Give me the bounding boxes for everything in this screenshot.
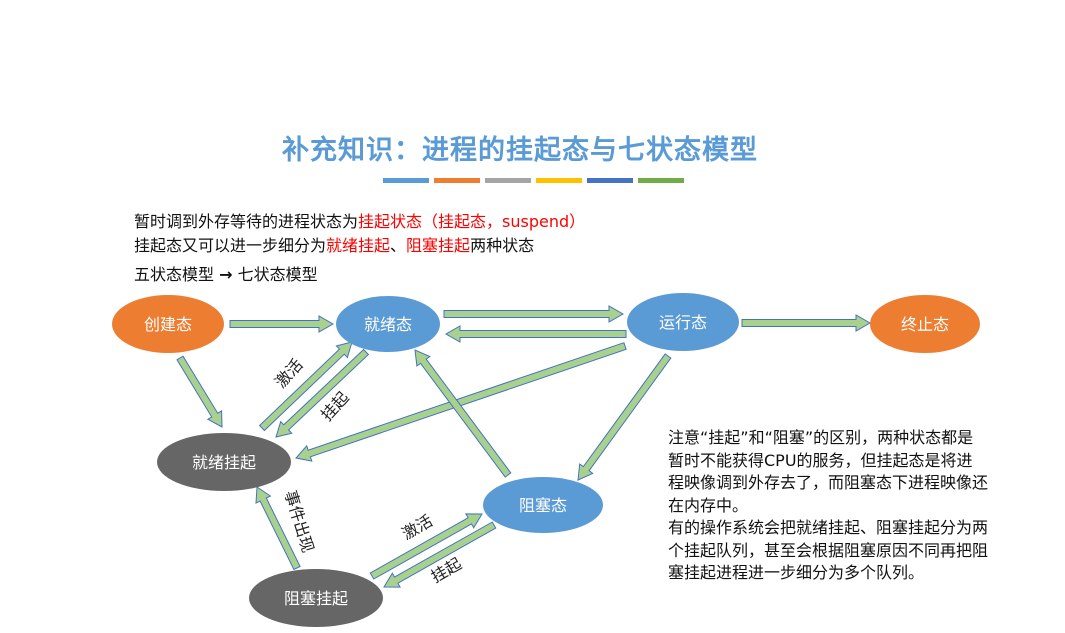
arrow-ready-to-ready-suspend — [275, 348, 370, 438]
arrow-running-to-blocked — [577, 353, 672, 481]
arrow-ready-suspend-to-ready — [258, 341, 353, 432]
intro-line-1-prefix: 暂时调到外存等待的进程状态为 — [134, 212, 359, 231]
state-ready-label: 就绪态 — [364, 315, 412, 334]
arrow-running-to-ready-suspend — [295, 342, 627, 462]
arrow-blocked-suspend-to-blocked — [369, 513, 483, 580]
color-bar — [383, 178, 684, 183]
intro-line-2-highlight-1: 就绪挂起 — [326, 236, 391, 255]
right-arrow-icon: → — [219, 265, 233, 284]
arrow-blocked-to-ready — [414, 349, 512, 478]
intro-line-2-highlight-2: 阻塞挂起 — [406, 236, 471, 255]
state-ready-suspend-label: 就绪挂起 — [192, 453, 256, 472]
state-running: 运行态 — [627, 293, 739, 351]
arrow-ready-to-running — [443, 305, 625, 323]
intro-line-3-left: 五状态模型 — [134, 265, 215, 284]
color-bar-segment — [383, 178, 429, 183]
intro-line-3-right: 七状态模型 — [237, 265, 318, 284]
arrow-blocked-to-blocked-suspend — [383, 521, 497, 588]
state-blocked-suspend: 阻塞挂起 — [249, 569, 383, 627]
color-bar-segment — [536, 178, 582, 183]
intro-line-2-prefix: 挂起态又可以进一步细分为 — [134, 236, 327, 255]
page-title: 补充知识：进程的挂起态与七状态模型 — [282, 135, 758, 166]
state-create-label: 创建态 — [144, 315, 192, 334]
arrows-layer — [176, 305, 872, 588]
color-bar-segment — [434, 178, 480, 183]
color-bar-segment — [638, 178, 684, 183]
state-blocked-suspend-label: 阻塞挂起 — [284, 589, 348, 608]
note-paragraph-2: 有的操作系统会把就绪挂起、阻塞挂起分为两个挂起队列，甚至会根据阻塞原因不同再把阻… — [668, 518, 989, 582]
intro-line-1-highlight: 挂起状态（挂起态，suspend） — [358, 212, 586, 231]
intro-line-3: 五状态模型 → 七状态模型 — [134, 261, 318, 285]
intro-line-2-sep: 、 — [390, 236, 407, 255]
arrow-blocked-suspend-to-ready-suspend — [255, 486, 301, 571]
state-terminate-label: 终止态 — [901, 315, 949, 334]
state-blocked-label: 阻塞态 — [519, 496, 567, 515]
color-bar-segment — [587, 178, 633, 183]
arrow-create-to-ready — [229, 315, 335, 333]
note-paragraph-1: 注意“挂起”和“阻塞”的区别，两种状态都是暂时不能获得CPU的服务，但挂起态是将… — [668, 428, 989, 515]
state-running-label: 运行态 — [659, 313, 707, 332]
state-ready: 就绪态 — [336, 296, 440, 352]
state-create: 创建态 — [112, 295, 224, 353]
arrow-running-to-ready — [444, 325, 627, 343]
arrow-running-to-terminate — [741, 314, 872, 332]
arrow-create-to-ready-suspend — [176, 355, 223, 428]
intro-line-1: 暂时调到外存等待的进程状态为挂起状态（挂起态，suspend） — [134, 208, 585, 232]
intro-line-2-suffix: 两种状态 — [470, 236, 535, 255]
note-box: 注意“挂起”和“阻塞”的区别，两种状态都是暂时不能获得CPU的服务，但挂起态是将… — [668, 427, 988, 585]
state-ready-suspend: 就绪挂起 — [157, 433, 291, 491]
state-terminate: 终止态 — [870, 295, 980, 353]
state-blocked: 阻塞态 — [483, 477, 603, 533]
color-bar-segment — [485, 178, 531, 183]
intro-line-2: 挂起态又可以进一步细分为就绪挂起、阻塞挂起两种状态 — [134, 232, 534, 256]
